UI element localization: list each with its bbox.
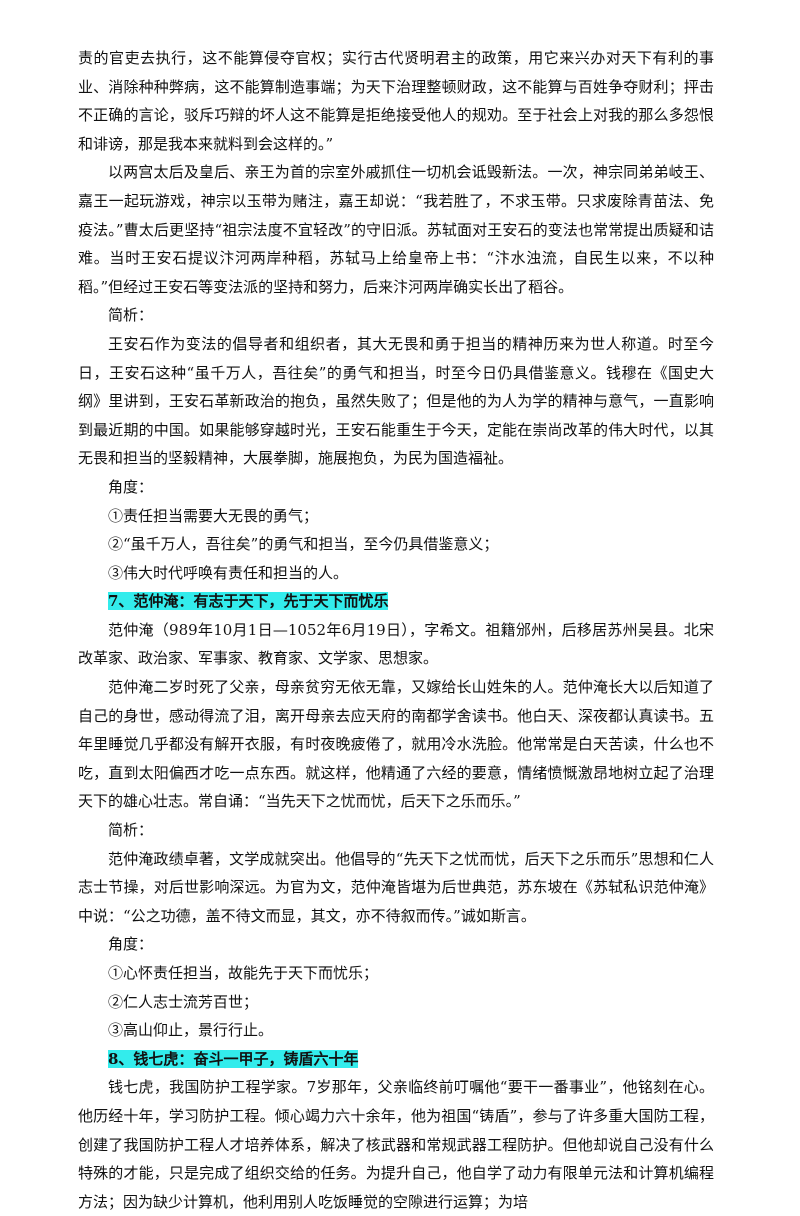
paragraph: 钱七虎，我国防护工程学家。7岁那年，父亲临终前叮嘱他“要干一番事业”，他铭刻在心… xyxy=(78,1078,714,1211)
list-item: ①责任担当需要大无畏的勇气； xyxy=(108,506,319,525)
paragraph: 范仲淹（989年10月1日—1052年6月19日），字希文。祖籍邠州，后移居苏州… xyxy=(78,620,714,668)
document-page: 责的官吏去执行，这不能算侵夺官权；实行古代贤明君主的政策，用它来兴办对天下有利的… xyxy=(78,49,714,1211)
section-label: 角度： xyxy=(108,935,154,954)
list-item: ②“虽千万人，吾往矣”的勇气和担当，至今仍具借鉴意义； xyxy=(108,535,499,554)
paragraph: 责的官吏去执行，这不能算侵夺官权；实行古代贤明君主的政策，用它来兴办对天下有利的… xyxy=(78,49,714,153)
section-label: 角度： xyxy=(108,477,154,496)
section-label: 简析： xyxy=(108,306,154,325)
section-heading: 8、钱七虎：奋斗一甲子，铸盾六十年 xyxy=(78,1045,714,1074)
paragraph: 范仲淹政绩卓著，文学成就突出。他倡导的“先天下之忧而忧，后天下之乐而乐”思想和仁… xyxy=(78,849,714,925)
document-body: 责的官吏去执行，这不能算侵夺官权；实行古代贤明君主的政策，用它来兴办对天下有利的… xyxy=(78,44,714,1216)
section-label: 简析： xyxy=(108,821,154,840)
paragraph: 以两宫太后及皇后、亲王为首的宗室外戚抓住一切机会诋毁新法。一次，神宗同弟弟岐王、… xyxy=(78,163,714,296)
section-heading-text: 8、钱七虎：奋斗一甲子，铸盾六十年 xyxy=(108,1049,359,1068)
list-item: ②仁人志士流芳百世； xyxy=(108,992,259,1011)
paragraph: 王安石作为变法的倡导者和组织者，其大无畏和勇于担当的精神历来为世人称道。时至今日… xyxy=(78,334,714,468)
list-item: ③高山仰止，景行行止。 xyxy=(108,1021,274,1040)
paragraph: 范仲淹二岁时死了父亲，母亲贫穷无依无靠，又嫁给长山姓朱的人。范仲淹长大以后知道了… xyxy=(78,678,714,811)
list-item: ③伟大时代呼唤有责任和担当的人。 xyxy=(108,563,349,582)
section-heading: 7、范仲淹：有志于天下，先于天下而忧乐 xyxy=(78,587,714,616)
section-heading-text: 7、范仲淹：有志于天下，先于天下而忧乐 xyxy=(108,592,389,611)
list-item: ①心怀责任担当，故能先于天下而忧乐； xyxy=(108,964,379,982)
